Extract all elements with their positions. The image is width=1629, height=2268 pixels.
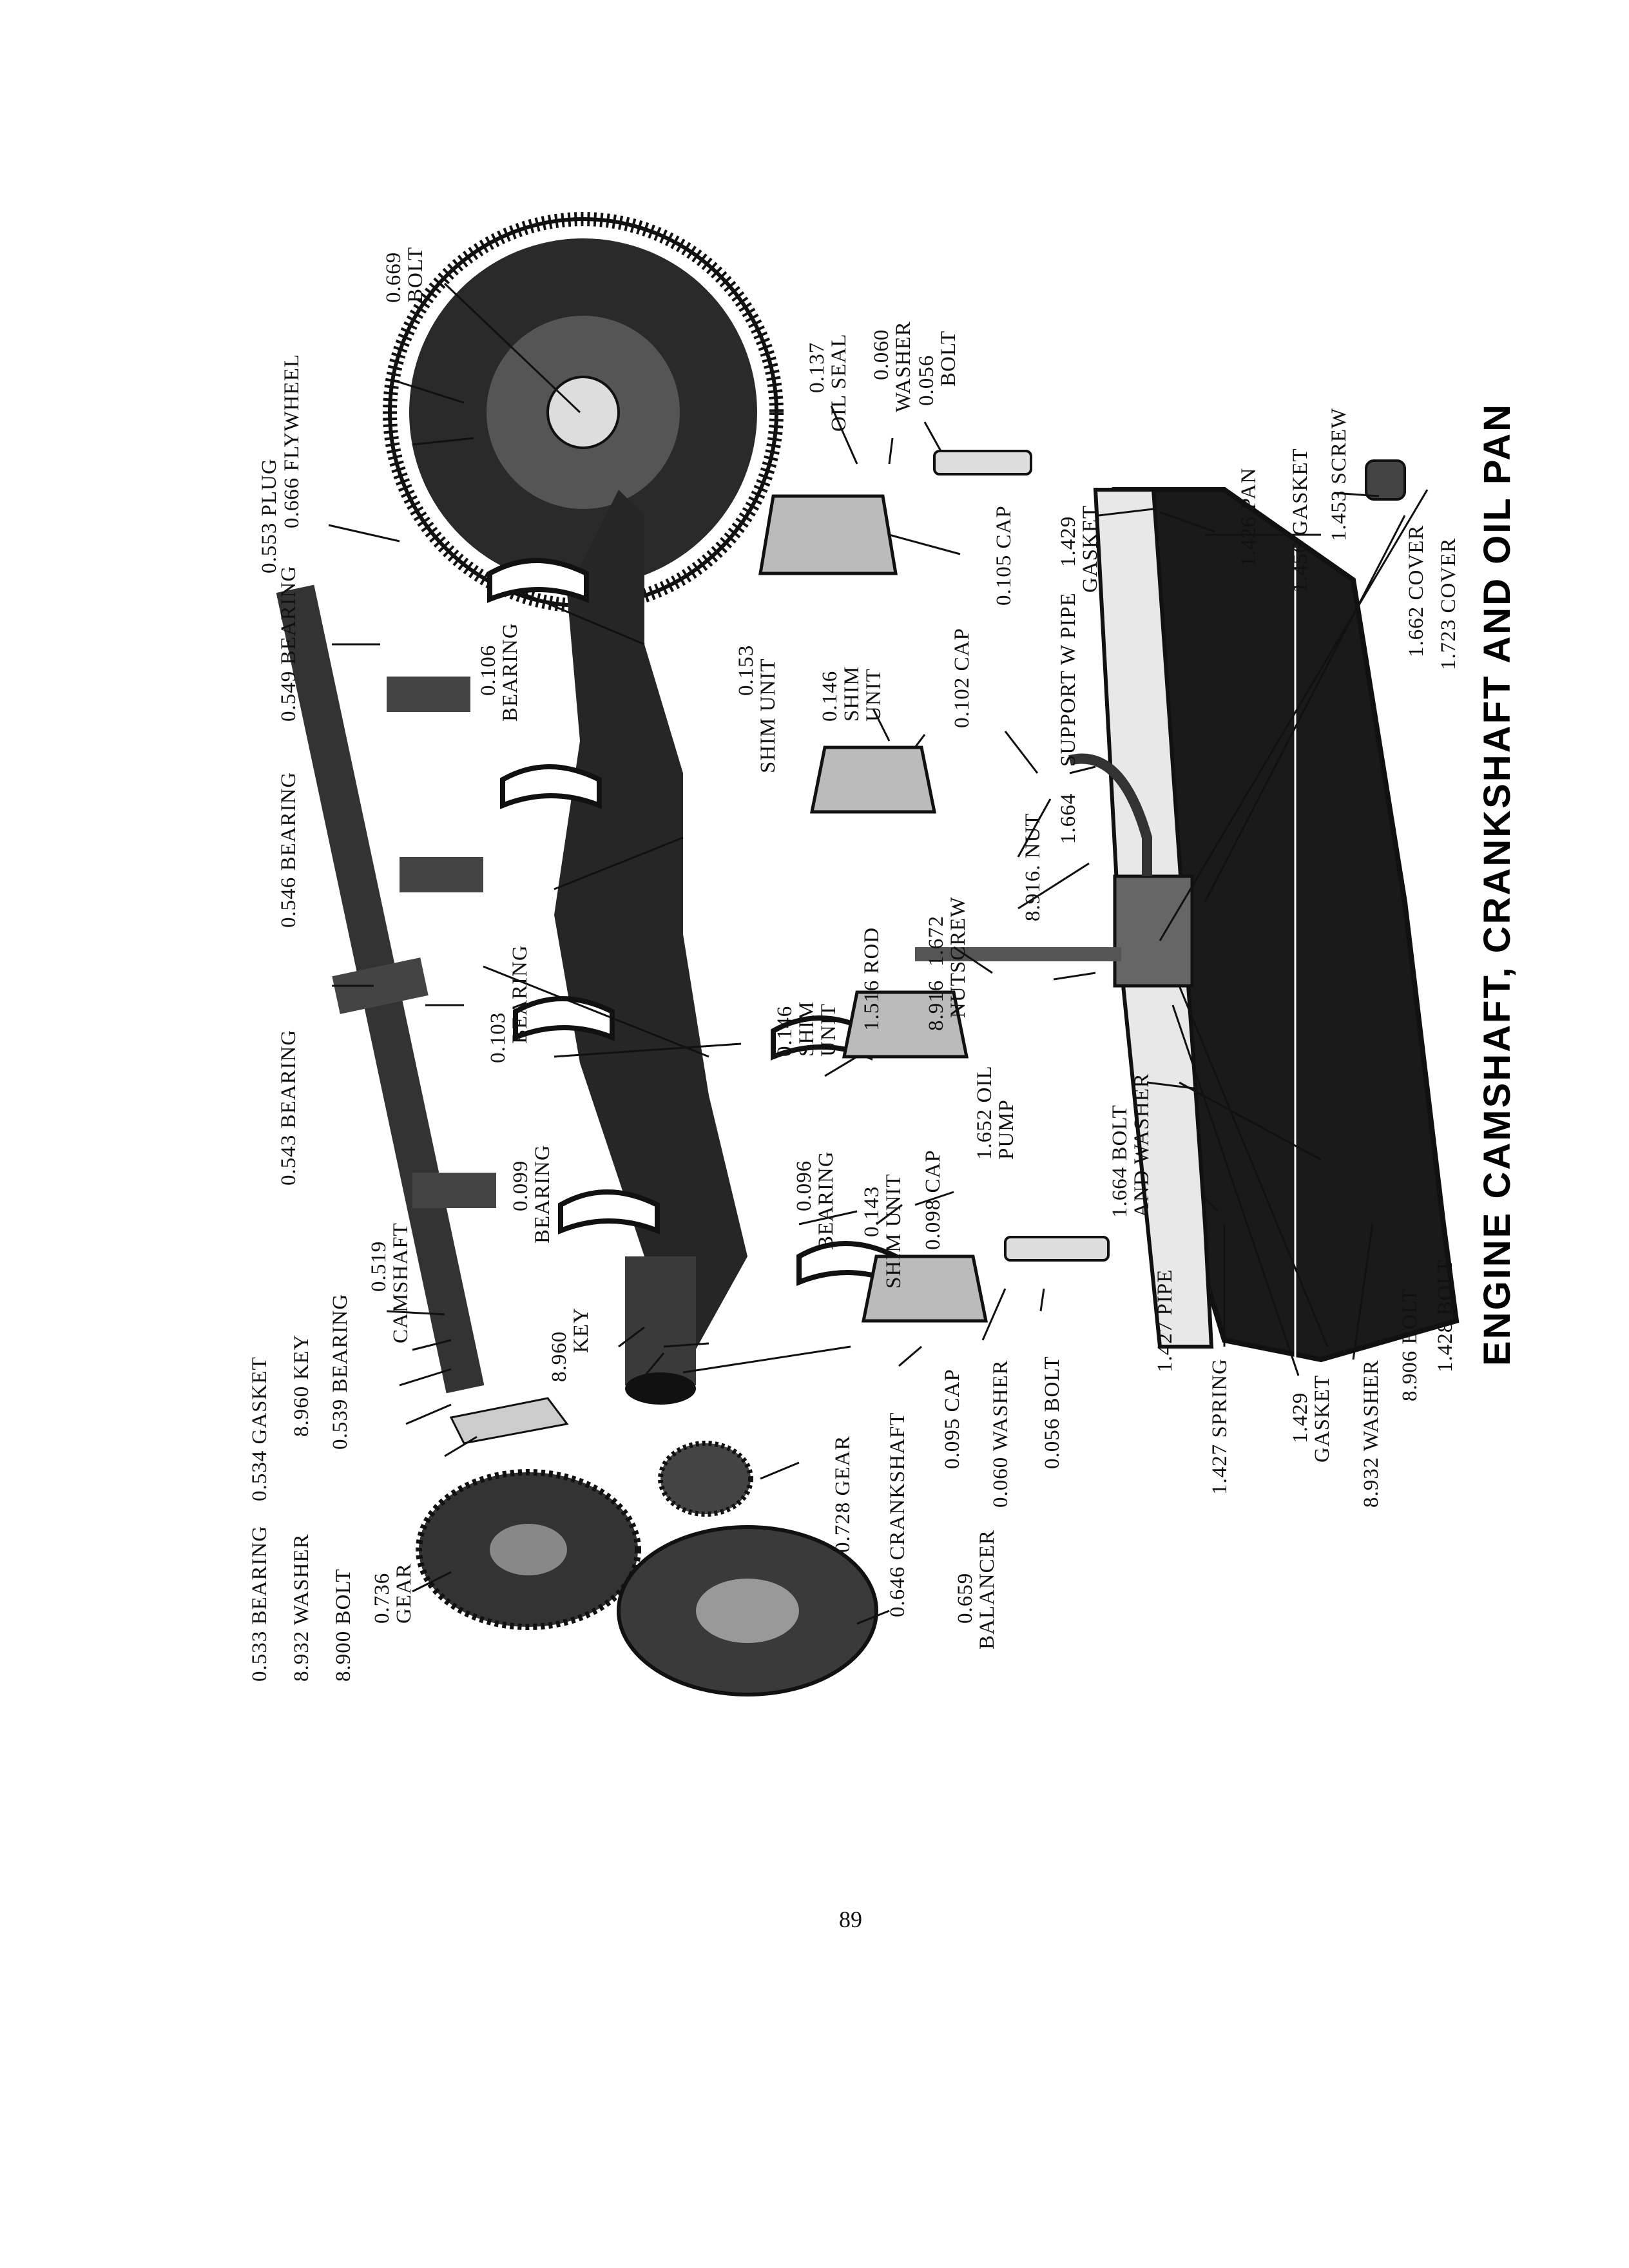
label-rod-1516: 1.516 ROD [860, 927, 883, 1031]
label-nut-8916-a: 8.916. NUT [1021, 812, 1045, 921]
label-pipe-1427: 1.427 PIPE [1153, 1269, 1177, 1372]
label-washer-060-top-num: 0.060 [870, 329, 893, 380]
label-cap-095: 0.095 CAP [941, 1369, 964, 1469]
label-cap-105: 0.105 CAP [992, 505, 1016, 606]
label-cap-098: 0.098 CAP [921, 1149, 945, 1250]
label-washer-8932-r: 8.932 WASHER [1360, 1360, 1383, 1508]
label-shim-153-num: 0.153 [735, 644, 758, 696]
label-shim-146-top-c: UNIT [862, 668, 885, 722]
label-bearing-103-txt: BEARING [508, 945, 532, 1044]
label-bolt-669-num: 0.669 [382, 251, 405, 303]
page-title: ENGINE CAMSHAFT, CRANKSHAFT AND OIL PAN [1476, 402, 1518, 1366]
label-gasket-1429-top-num: 1.429 [1057, 515, 1080, 567]
label-washer-8932-l: 8.932 WASHER [290, 1533, 313, 1682]
label-washer-060-bot: 0.060 WASHER [989, 1360, 1012, 1508]
label-cap-102: 0.102 CAP [950, 628, 974, 728]
label-shim-146-top-a: 0.146 [818, 670, 842, 722]
label-key-960-b-num: 8.960 [548, 1331, 571, 1382]
label-oil-pump-b: PUMP [995, 1099, 1018, 1160]
camshaft-drawing [276, 584, 496, 1394]
label-gasket-1429-bot-num: 1.429 [1289, 1392, 1312, 1443]
label-bolt-056-top-txt: BOLT [937, 330, 960, 387]
label-bearing-096-num: 0.096 [793, 1160, 816, 1211]
label-bolt-8906: 8.906 BOLT [1398, 1288, 1422, 1401]
label-oil-seal-num: 0.137 [805, 341, 829, 393]
label-bearing-546: 0.546 BEARING [277, 771, 300, 928]
label-gasket-534: 0.534 GASKET [248, 1356, 271, 1501]
label-cover-1662: 1.662 COVER [1405, 524, 1428, 657]
label-shim-146-mid-c: UNIT [817, 1003, 840, 1057]
label-cover-1723: 1.723 COVER [1437, 537, 1460, 670]
label-screw-1672-num: 1.672 [925, 915, 948, 966]
label-bearing-549: 0.549 BEARING [277, 565, 300, 722]
label-bolt-056-bot: 0.056 BOLT [1041, 1356, 1064, 1469]
label-gasket-1456: 1.456 GASKET [1289, 448, 1312, 593]
label-washer-060-top-txt: WASHER [892, 321, 915, 412]
oil-pump-drawing [915, 753, 1194, 988]
label-bolt-056-top-num: 0.056 [915, 354, 938, 406]
label-oil-seal-txt: OIL SEAL [827, 333, 851, 432]
label-bearing-099-txt: BEARING [531, 1144, 554, 1244]
label-bolt-669-txt: BOLT [404, 246, 427, 303]
label-pan: 1.426 PAN [1237, 467, 1260, 568]
label-shim-146-mid-b: SHIM [795, 1001, 818, 1057]
label-key-960-b-txt: KEY [570, 1307, 593, 1353]
label-shim-146-mid-a: 0.146 [773, 1005, 796, 1057]
bolts-drawing [933, 450, 1406, 1262]
crankshaft-drawing [554, 490, 747, 1405]
flywheel-drawing [383, 212, 784, 613]
label-gear-736-txt: GEAR [392, 1563, 416, 1624]
page-number: 89 [839, 1907, 862, 1932]
label-flywheel: 0.666 FLYWHEEL [280, 354, 304, 528]
label-shim-143-num: 0.143 [860, 1186, 883, 1237]
label-bolt-1428: 1.428 BOLT [1434, 1259, 1457, 1372]
label-bearing-096-txt: BEARING [815, 1151, 838, 1250]
label-camshaft-num: 0.519 [367, 1240, 390, 1292]
bearing-caps-drawing [758, 494, 988, 1323]
label-camshaft-txt: CAMSHAFT [389, 1222, 412, 1343]
label-shim-143-txt: SHIM UNIT [882, 1173, 905, 1289]
label-gasket-1429-bot-txt: GASKET [1311, 1374, 1334, 1463]
label-crankshaft: 0.646 CRANKSHAFT [886, 1412, 909, 1617]
label-bolt-washer-1664-b: AND WASHER [1130, 1073, 1153, 1218]
label-key-960-a: 8.960 KEY [290, 1334, 313, 1437]
label-nut-8916-b-num: 8.916 [925, 979, 948, 1031]
timing-gears-drawing [416, 1397, 878, 1696]
label-gasket-1429-top-txt: GASKET [1079, 505, 1102, 593]
label-oil-pump-a: 1.652 OIL [973, 1065, 996, 1160]
label-nut-8916-b-txt: NUT [947, 972, 970, 1018]
label-bearing-106-num: 0.106 [477, 644, 500, 696]
label-balancer-num: 0.659 [954, 1572, 977, 1624]
label-balancer-txt: BALANCER [976, 1530, 999, 1649]
label-bearing-099-num: 0.099 [509, 1160, 532, 1211]
label-support-1664: 1.664 [1057, 793, 1080, 844]
label-bearing-543: 0.543 BEARING [277, 1029, 300, 1186]
label-gear-728: 0.728 GEAR [831, 1435, 854, 1553]
label-bearing-106-txt: BEARING [499, 622, 522, 722]
label-plug: 0.553 PLUG [258, 458, 281, 573]
leader-lines [328, 282, 1429, 1625]
label-support-pipe: SUPPORT W PIPE [1057, 592, 1080, 767]
label-screw-1672-txt: SCREW [947, 896, 970, 973]
label-bolt-8900: 8.900 BOLT [332, 1568, 355, 1682]
label-bolt-washer-1664-a: 1.664 BOLT [1108, 1104, 1132, 1218]
label-bearing-533: 0.533 BEARING [248, 1525, 271, 1682]
label-shim-153-txt: SHIM UNIT [757, 658, 780, 773]
label-shim-146-top-b: SHIM [840, 666, 863, 722]
label-bearing-539: 0.539 BEARING [329, 1293, 352, 1450]
label-gear-736-num: 0.736 [371, 1572, 394, 1624]
label-spring-1427: 1.427 SPRING [1208, 1358, 1231, 1495]
label-screw-1453: 1.453 SCREW [1327, 407, 1351, 541]
label-bearing-103-num: 0.103 [487, 1012, 510, 1063]
